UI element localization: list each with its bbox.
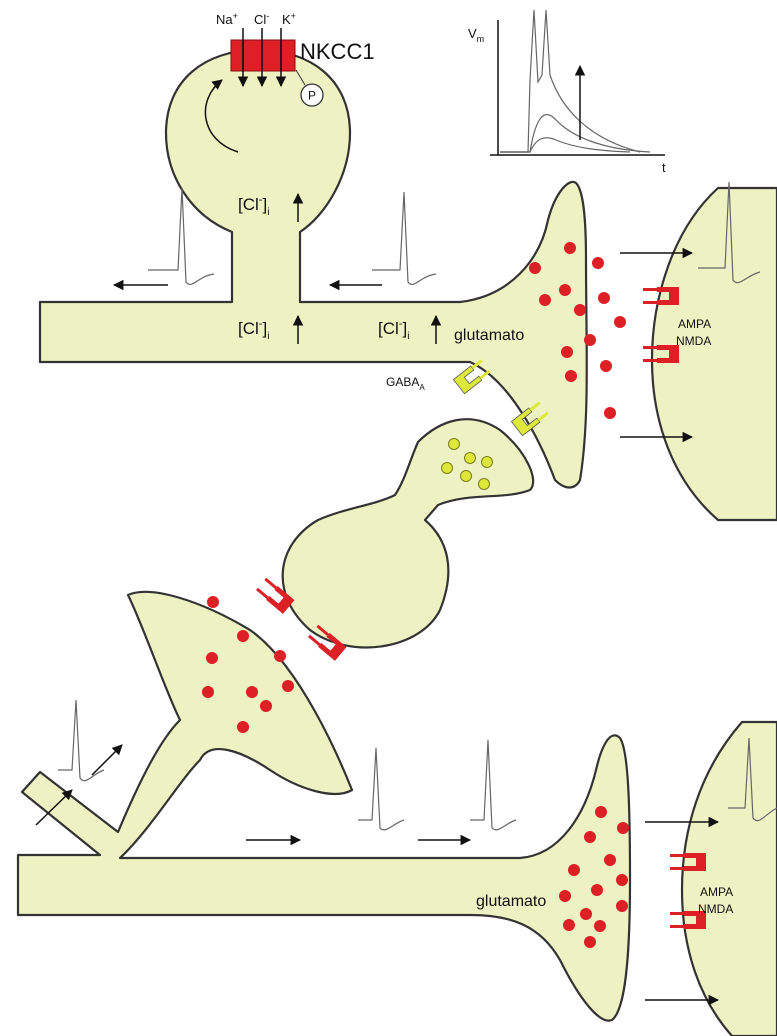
membrane-potential-graph: Vm t (468, 10, 666, 175)
trace-small-epsp (500, 138, 630, 152)
bottom-neuron (18, 592, 630, 1021)
ion-cl: Cl- (254, 11, 269, 27)
nmda-label-top: NMDA (676, 334, 711, 348)
nkcc1-label: NKCC1 (300, 39, 375, 64)
glutamate-label-bottom: glutamato (476, 893, 546, 910)
ampa-label-bottom: AMPA (700, 885, 733, 899)
graph-xlabel: t (662, 160, 666, 175)
spike-trace-4 (58, 700, 104, 781)
ion-na: Na+ (216, 11, 238, 27)
ampa-label-top: AMPA (678, 317, 711, 331)
nmda-label-bottom: NMDA (698, 902, 733, 916)
top-neuron (40, 50, 587, 488)
trace-action-potentials (500, 10, 640, 152)
spike-trace-5 (358, 748, 404, 830)
phosphate-label: P (308, 89, 316, 103)
graph-ylabel: Vm (468, 26, 484, 44)
spike-trace-6 (470, 740, 516, 830)
spike-trace-2 (372, 192, 436, 284)
gaba-a-label: GABAA (386, 375, 425, 392)
glutamate-label-top: glutamato (454, 327, 524, 344)
ion-k: K+ (282, 11, 296, 27)
postsynaptic-target-bottom (682, 722, 777, 1036)
middle-neuron (283, 419, 533, 647)
